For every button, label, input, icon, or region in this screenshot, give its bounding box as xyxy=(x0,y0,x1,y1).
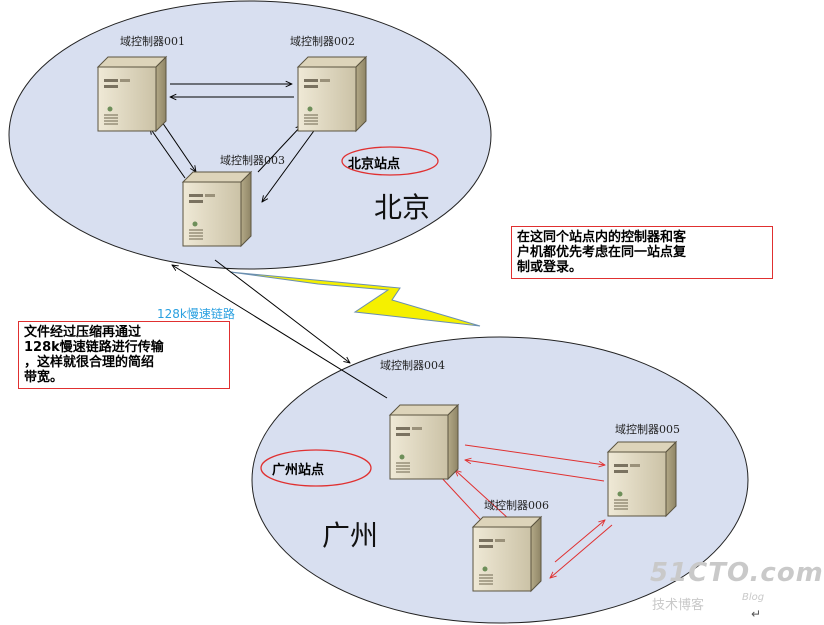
controller-label-005: 域控制器005 xyxy=(615,423,680,436)
server-icon-004 xyxy=(389,404,459,480)
same-site-note-line-3: 制或登录。 xyxy=(517,260,583,275)
compression-note-line-2: 128k慢速链路进行传输 xyxy=(24,340,164,355)
guangzhou-site-label: 广州站点 xyxy=(272,463,325,478)
return-mark-icon: ↵ xyxy=(751,607,762,621)
server-icon-005 xyxy=(607,441,677,517)
server-icon-001 xyxy=(97,56,167,132)
watermark-blog: Blog xyxy=(742,592,765,603)
guangzhou-site-ellipse xyxy=(251,336,749,624)
inter-site-arrows xyxy=(172,259,388,399)
diagram-canvas xyxy=(8,0,749,624)
controller-label-004: 域控制器004 xyxy=(380,359,445,372)
compression-note-line-4: 带宽。 xyxy=(24,370,64,385)
beijing-site-label: 北京站点 xyxy=(348,157,401,172)
compression-note-line-1: 文件经过压缩再通过 xyxy=(24,325,142,340)
guangzhou-city-label: 广州 xyxy=(322,519,379,552)
compression-note-line-3: ，这样就很合理的简绍 xyxy=(24,355,155,370)
server-icon-002 xyxy=(297,56,367,132)
slow-link-label: 128k慢速链路 xyxy=(157,307,235,321)
same-site-note-line-2: 户机都优先考虑在同一站点复 xyxy=(517,245,687,260)
watermark-brand: 51CTO.com xyxy=(650,558,824,588)
controller-label-001: 域控制器001 xyxy=(120,35,185,48)
server-icon-006 xyxy=(472,516,542,592)
guangzhou-site-label-oval xyxy=(260,449,372,487)
server-icon-003 xyxy=(182,171,252,247)
beijing-replication-arrows xyxy=(150,84,317,202)
lightning-bolt-icon xyxy=(229,271,481,327)
watermark-tagline: 技术博客 xyxy=(652,598,705,613)
beijing-site-label-oval xyxy=(341,146,439,176)
controller-label-003: 域控制器003 xyxy=(220,154,285,167)
same-site-note: 在这同个站点内的控制器和客 户机都优先考虑在同一站点复 制或登录。 xyxy=(511,226,773,279)
same-site-note-line-1: 在这同个站点内的控制器和客 xyxy=(517,230,687,245)
compression-note: 文件经过压缩再通过 128k慢速链路进行传输 ，这样就很合理的简绍 带宽。 xyxy=(18,321,230,389)
beijing-city-label: 北京 xyxy=(374,191,431,224)
controller-label-006: 域控制器006 xyxy=(484,499,549,512)
controller-label-002: 域控制器002 xyxy=(290,35,355,48)
